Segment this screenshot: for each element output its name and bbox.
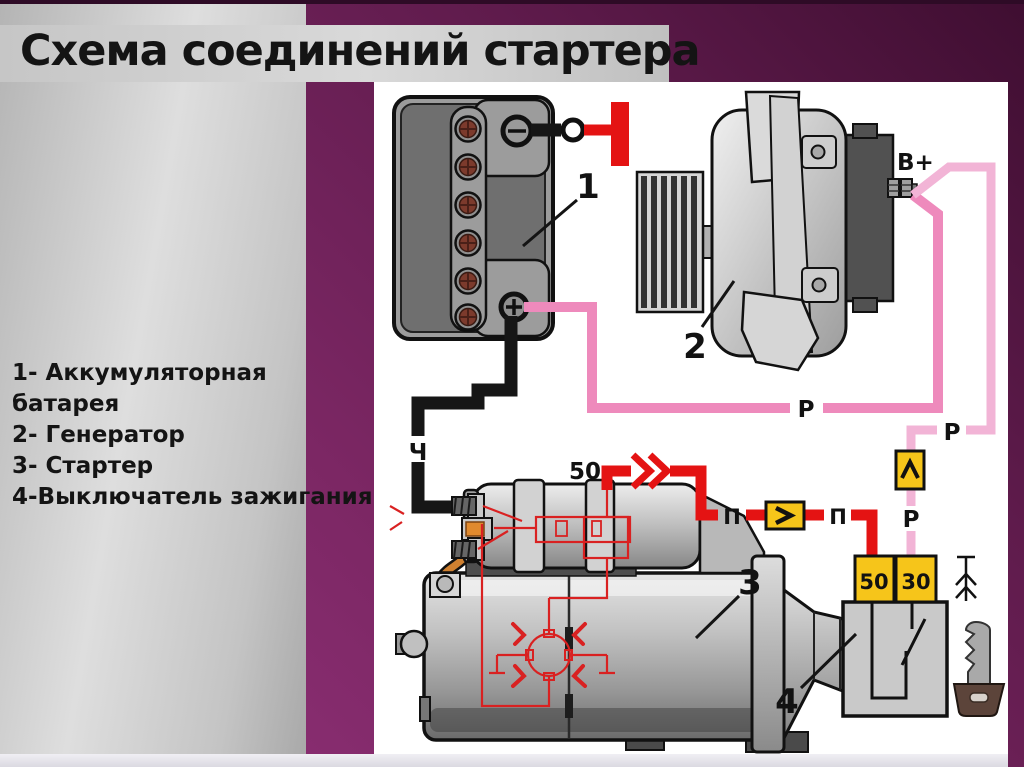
connector-box-vertical: [894, 449, 926, 491]
negative-lead: [531, 102, 629, 166]
chevron-up-icon: [900, 457, 920, 479]
component-label-ignition: 4: [775, 682, 799, 722]
starter: [389, 478, 864, 754]
ring-connector: [560, 117, 586, 143]
wire-label-pink-lower: Р: [903, 507, 920, 533]
red-clamp: [611, 102, 629, 166]
body-tab: [419, 696, 431, 722]
strap-bolt: [436, 575, 454, 593]
wiring-diagram: B+: [389, 90, 1006, 754]
wire-label-pink-main: Р: [798, 397, 815, 423]
seam-slot: [565, 627, 573, 651]
component-label-alternator: 2: [683, 327, 707, 367]
alternator-rear-housing: [843, 133, 895, 303]
legend-item: 2- Генератор: [12, 422, 185, 448]
pointer-line-1: [522, 198, 578, 248]
wire-label-pink-step: Р: [944, 420, 961, 446]
boss-bolt: [810, 144, 826, 160]
bottom-strip: [0, 754, 1008, 767]
terminal-30: [894, 554, 938, 604]
starter-terminal-lower: [451, 540, 477, 559]
title-band: [0, 25, 669, 82]
component-label-battery: 1: [576, 167, 600, 207]
chevron-right-icon: [774, 505, 797, 526]
wire-label-black: Ч: [409, 440, 428, 466]
pointer-line-2: [700, 280, 736, 328]
rear-housing-step: [852, 123, 878, 139]
page-title: Схема соединений стартера: [20, 26, 701, 76]
end-dome-nut: [399, 629, 429, 659]
left-gray-sidebar: [0, 4, 306, 755]
battery-cell-caps: [454, 115, 482, 331]
diagram-panel: B+: [374, 82, 1008, 755]
bplus-label: B+: [897, 150, 934, 176]
wire-label-p2: П: [829, 505, 847, 529]
black-wire-battery-to-starter: [411, 316, 518, 514]
red-inline-connector-icon: [630, 452, 656, 490]
top-edge-line: [0, 0, 1024, 4]
internal-circuit-schematic: [389, 490, 632, 708]
plus-sign: [506, 299, 522, 315]
legend-item: 1- Аккумуляторная батарея: [12, 360, 267, 417]
red-inline-connector-icon: [647, 452, 673, 490]
pink-wire-battery-to-bplus: [524, 191, 943, 413]
rear-housing-step: [852, 297, 878, 313]
wire-label-50: 50: [569, 459, 601, 485]
boss-bolt: [811, 277, 827, 293]
legend-item: 3- Стартер: [12, 453, 154, 479]
key-icon: [952, 620, 1006, 717]
pointer-line-4: [799, 632, 858, 690]
solenoid-ring: [512, 478, 546, 574]
terminal-30-label: 30: [901, 570, 930, 594]
switch-contact-symbol: [870, 603, 927, 700]
nose-steps: [813, 612, 841, 690]
body-shadow: [430, 708, 760, 732]
body-highlight: [430, 580, 760, 596]
component-label-starter: 3: [738, 563, 762, 603]
legend-item: 4-Выключатель зажигания: [12, 484, 373, 510]
red-wire-50: [601, 452, 878, 556]
connector-box-horizontal: [764, 500, 806, 531]
terminal-50-label: 50: [859, 570, 888, 594]
legend: 1- Аккумуляторная батарея 2- Генератор 3…: [12, 358, 382, 513]
battery: [392, 95, 555, 341]
terminal-50: [853, 554, 896, 604]
pointer-line-3: [694, 594, 741, 640]
wire-label-p1: П: [723, 505, 741, 529]
start-arrow-icon: [955, 555, 977, 601]
alternator: B+: [635, 90, 934, 372]
starter-terminal-upper: [451, 496, 477, 516]
seam-slot: [565, 694, 573, 718]
pink-wire-bplus-to-ignition: [906, 162, 996, 556]
pulley-ribs: [641, 176, 697, 308]
orange-connector: [465, 521, 485, 537]
ignition-switch: 50 30: [841, 554, 949, 718]
